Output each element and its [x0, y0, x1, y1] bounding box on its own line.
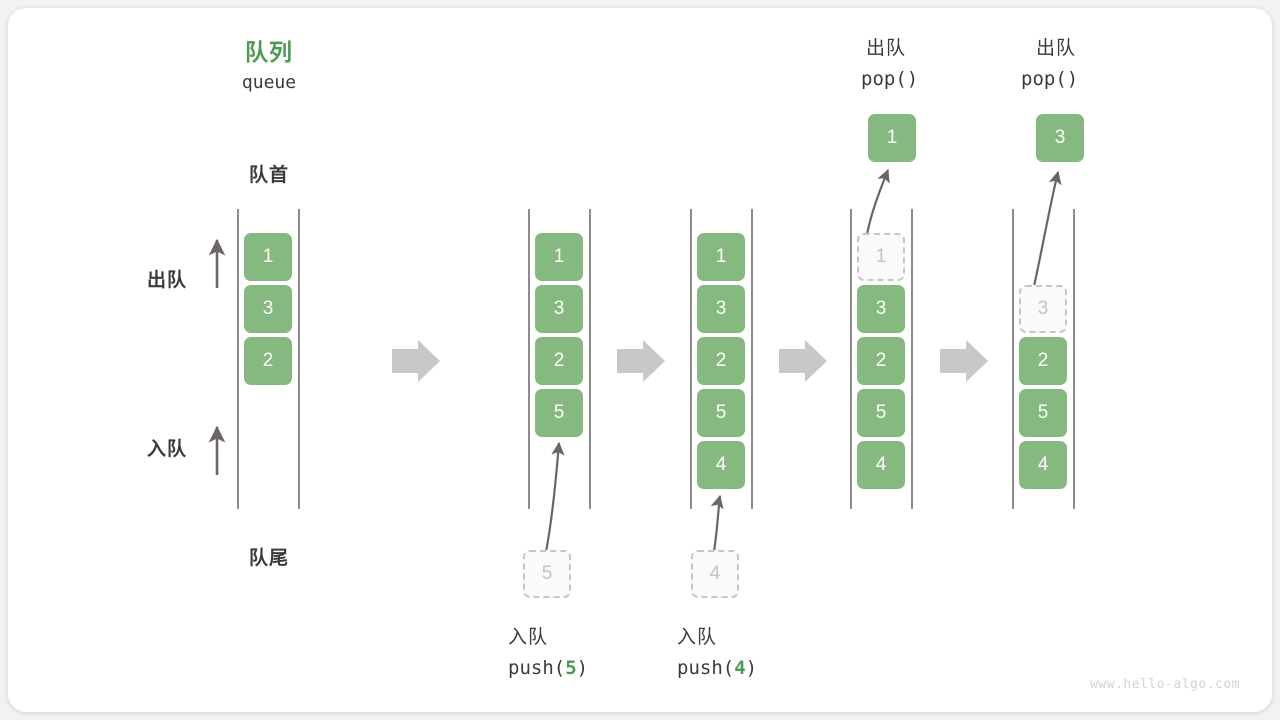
watermark: www.hello-algo.com — [1090, 677, 1240, 692]
step-arrow-3 — [779, 340, 827, 382]
pending-push-cell: 5 — [523, 550, 571, 598]
queue-cell: 3 — [697, 285, 745, 333]
queue-cell: 5 — [857, 389, 905, 437]
diagram-title-cn: 队列 — [245, 39, 293, 65]
queue-cell: 3 — [244, 285, 292, 333]
push-label-cn: 入队 — [677, 627, 718, 648]
popped-cell: 3 — [1036, 114, 1084, 162]
dequeue-direction-label: 出队 — [147, 270, 188, 291]
pop-label-cn: 出队 — [866, 38, 907, 59]
step-arrows — [392, 340, 988, 382]
queue-cell-removed: 1 — [857, 233, 905, 281]
push-code-suffix: ) — [745, 657, 758, 679]
push-code-suffix: ) — [576, 657, 589, 679]
queue-cell: 4 — [857, 441, 905, 489]
queue-cell: 2 — [697, 337, 745, 385]
queue-cell: 3 — [857, 285, 905, 333]
queue-cell: 1 — [244, 233, 292, 281]
diagram-title-en: queue — [241, 72, 297, 93]
queue-cell: 1 — [535, 233, 583, 281]
pop-code: pop() — [1021, 68, 1079, 90]
pending-push-cell: 4 — [691, 550, 739, 598]
push-code-prefix: push( — [508, 657, 566, 679]
queue-cell: 2 — [535, 337, 583, 385]
queue-cell: 1 — [697, 233, 745, 281]
popped-cell: 1 — [868, 114, 916, 162]
queue-cell: 2 — [1019, 337, 1067, 385]
pop-label-cn: 出队 — [1036, 38, 1077, 59]
push-connectors — [544, 441, 724, 553]
queue-cell: 5 — [697, 389, 745, 437]
queue-cell: 4 — [1019, 441, 1067, 489]
push-label-cn: 入队 — [508, 627, 549, 648]
enqueue-direction-label: 入队 — [147, 439, 188, 460]
queue-cell: 4 — [697, 441, 745, 489]
queue-cell: 5 — [1019, 389, 1067, 437]
queue-cell: 3 — [535, 285, 583, 333]
rear-label: 队尾 — [248, 548, 289, 569]
queue-rails — [237, 209, 1075, 509]
queue-cell: 5 — [535, 389, 583, 437]
push-code-value: 4 — [734, 657, 746, 679]
queue-cell-removed: 3 — [1019, 285, 1067, 333]
step-arrow-2 — [617, 340, 665, 382]
push-code: push(5) — [508, 657, 588, 679]
queue-cell: 2 — [857, 337, 905, 385]
pop-code: pop() — [861, 68, 919, 90]
step-arrow-1 — [392, 340, 440, 382]
push-code-prefix: push( — [677, 657, 735, 679]
step-arrow-4 — [940, 340, 988, 382]
push-code-value: 5 — [565, 657, 577, 679]
front-label: 队首 — [248, 165, 289, 186]
queue-cell: 2 — [244, 337, 292, 385]
push-code: push(4) — [677, 657, 757, 679]
